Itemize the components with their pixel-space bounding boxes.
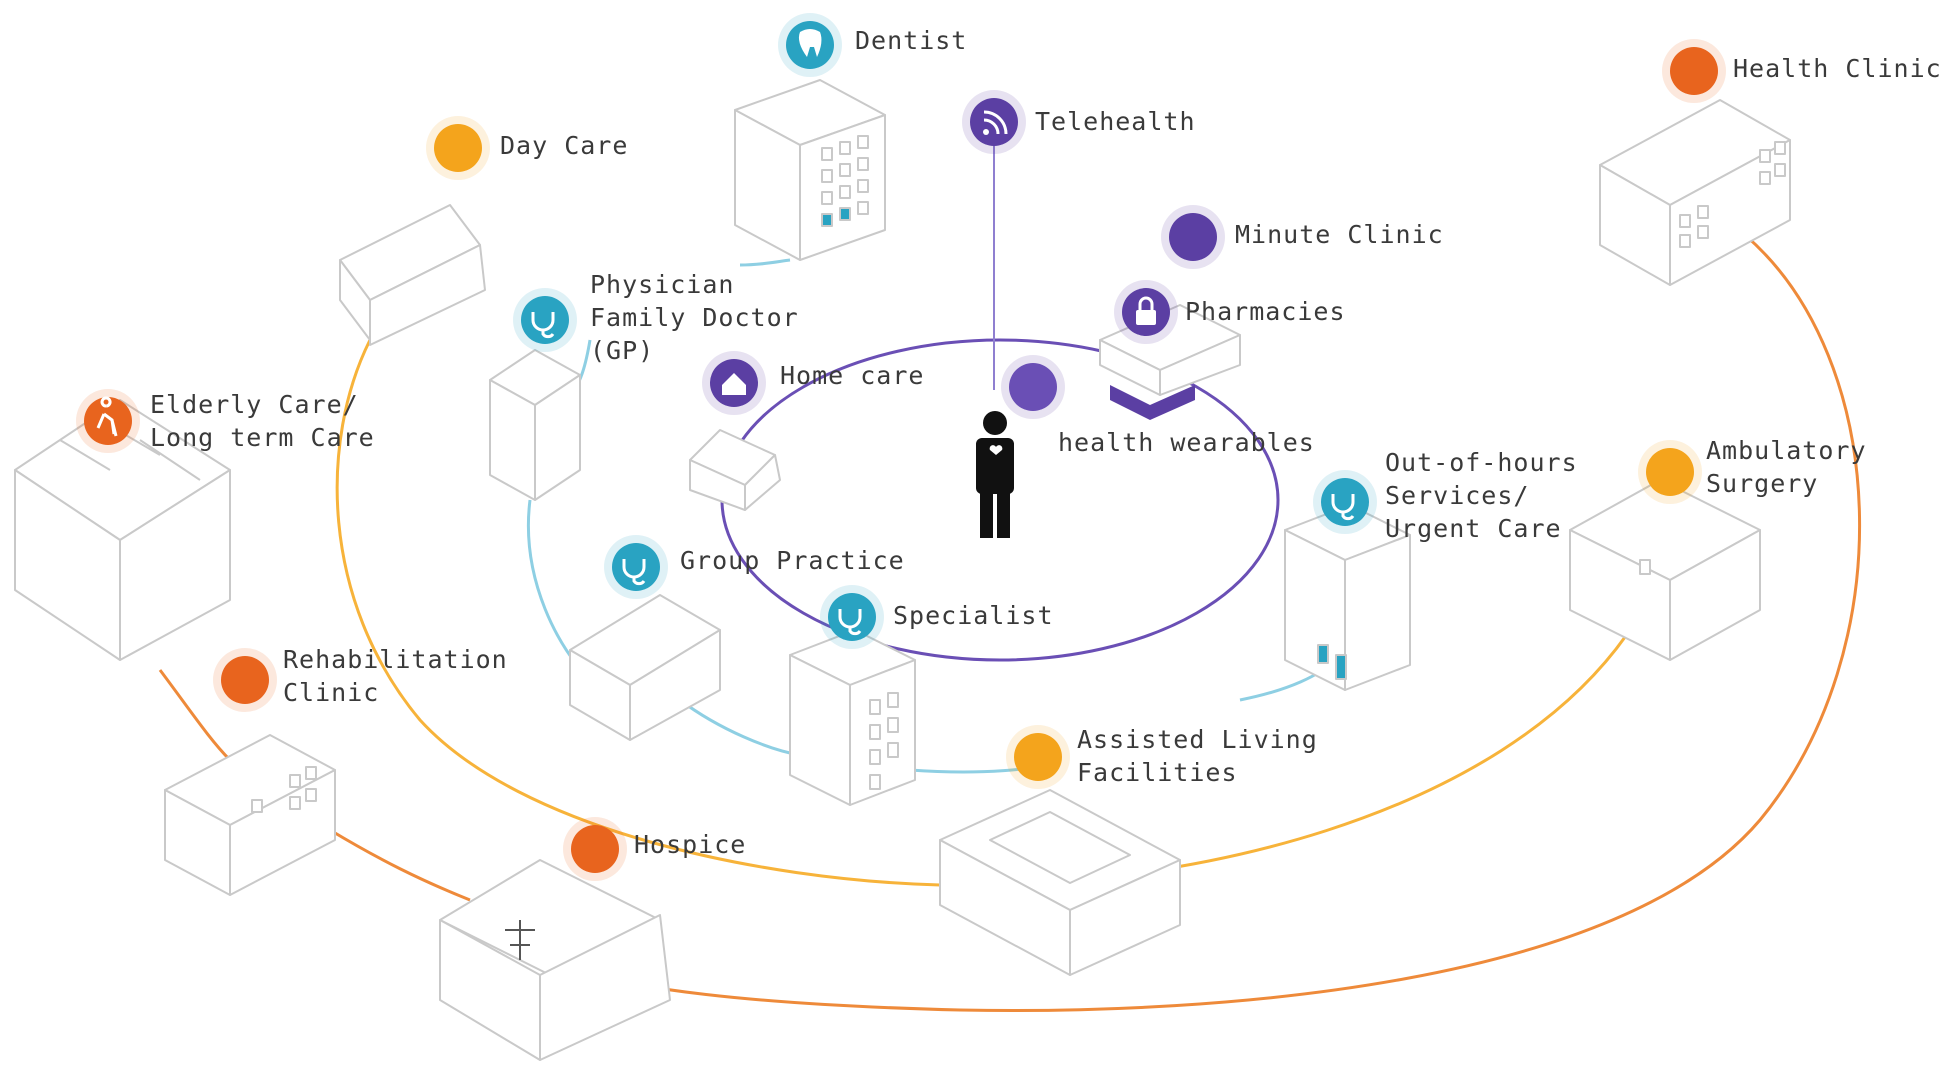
hospice-building [439,859,671,1061]
label-health-wearables: health wearables [1058,428,1315,457]
physician-building [489,349,581,501]
home-care-building [689,429,781,511]
stethoscope-icon [1331,494,1355,521]
assisted-living-pin [1006,725,1070,789]
label-out-of-hours-line2: Services/ [1385,481,1529,510]
health-clinic-pin [1662,39,1726,103]
label-hospice: Hospice [634,830,746,859]
elderly-care-pin [76,389,140,453]
buildings [14,79,1791,1061]
home-care-pin [702,351,766,415]
physician-pin [513,288,577,352]
label-ambulatory-line1: Ambulatory [1706,436,1867,465]
label-pharmacies: Pharmacies [1185,297,1346,326]
health-wearables-pin [1001,355,1065,419]
ambulatory-building [1569,479,1761,661]
blue-ring-right [909,658,1337,774]
out-of-hours-building [1284,504,1411,691]
pharmacies-pin [1114,280,1178,344]
ambulatory-pin [1638,440,1702,504]
elderly-care-building [14,399,231,661]
label-out-of-hours-line1: Out-of-hours [1385,448,1578,477]
rehab-hospice-link [158,669,471,902]
label-specialist: Specialist [893,601,1054,630]
label-minute-clinic: Minute Clinic [1235,220,1444,249]
wifi-icon [983,110,1008,135]
label-ambulatory-line2: Surgery [1706,469,1818,498]
group-practice-pin [604,535,668,599]
minute-clinic-pin [1161,205,1225,269]
out-of-hours-pin [1313,470,1377,534]
rehabilitation-building [164,734,336,896]
label-telehealth: Telehealth [1035,107,1196,136]
specialist-pin [820,585,884,649]
assisted-living-building [939,789,1181,976]
label-dentist: Dentist [855,26,967,55]
label-group-practice: Group Practice [680,546,905,575]
dentist-pin [778,13,842,77]
label-rehabilitation-line1: Rehabilitation [283,645,508,674]
stethoscope-icon [531,312,555,339]
walker-icon [96,396,118,437]
pharmacies-building [1099,304,1241,420]
label-rehabilitation-line2: Clinic [283,678,379,707]
person-icon [976,411,1014,538]
label-physician-line1: Physician [590,270,734,299]
health-clinic-building [1599,99,1791,286]
dentist-building [734,79,886,261]
house-icon [722,373,746,395]
blue-ring-lower [679,698,801,757]
label-elderly-care-line1: Elderly Care/ [150,390,359,419]
amber-ring [335,339,1632,887]
label-health-clinic: Health Clinic [1733,54,1942,83]
outer-orange-ring [539,233,1862,1013]
rehabilitation-pin [213,648,277,712]
group-practice-building [569,594,721,741]
lock-icon [1136,296,1156,325]
tooth-icon [798,29,822,57]
label-elderly-care-line2: Long term Care [150,423,375,452]
label-home-care: Home care [780,361,924,390]
label-day-care: Day Care [500,131,628,160]
label-assisted-living-line2: Facilities [1077,758,1238,787]
day-care-building [339,204,486,346]
label-physician-line3: (GP) [590,336,654,365]
blue-link-dentist [739,258,791,267]
day-care-pin [426,116,490,180]
specialist-building [789,629,916,806]
stethoscope-icon [622,559,646,586]
telehealth-pin [962,90,1026,154]
label-physician-line2: Family Doctor [590,303,799,332]
hospice-pin [563,817,627,881]
label-out-of-hours-line3: Urgent Care [1385,514,1562,543]
label-assisted-living-line1: Assisted Living [1077,725,1318,754]
stethoscope-icon [838,609,862,636]
